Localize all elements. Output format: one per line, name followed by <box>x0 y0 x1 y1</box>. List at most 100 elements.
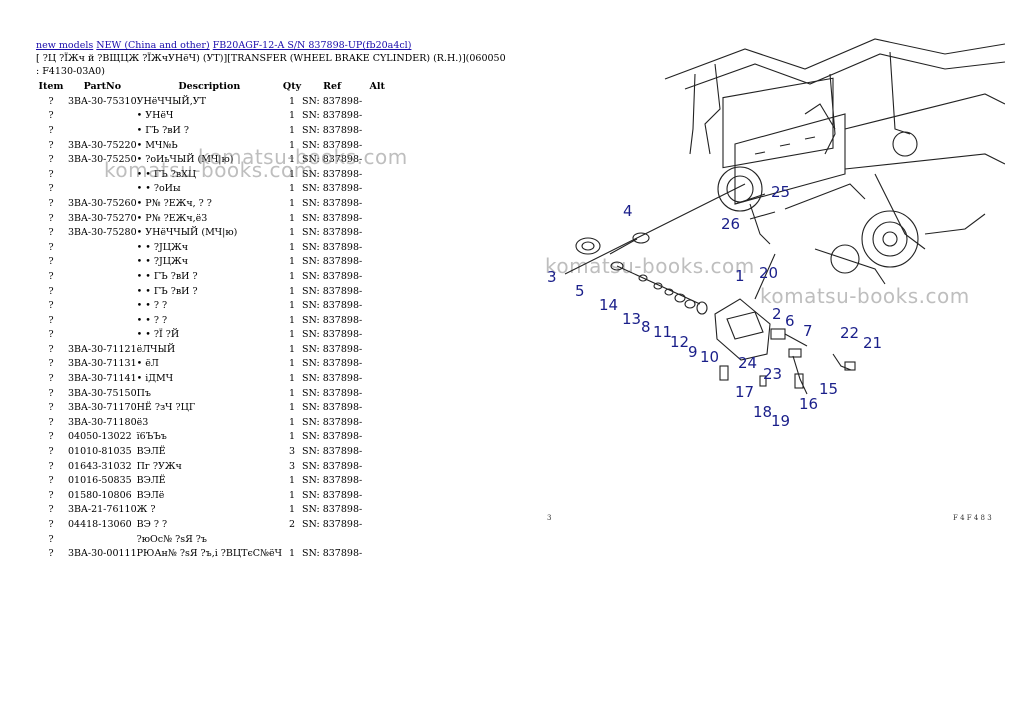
callout-4: 4 <box>623 202 633 220</box>
cell-qty: 1 <box>288 197 296 209</box>
cell-item: ? <box>48 183 54 195</box>
cell-alt <box>362 255 392 270</box>
cell-alt <box>362 167 392 182</box>
callout-20: 20 <box>759 264 778 282</box>
cell-qty: 1 <box>288 402 296 414</box>
callout-17: 17 <box>735 383 754 401</box>
brake-cylinder-exploded <box>564 183 856 395</box>
cell-partno: 3BA-30-75220 <box>68 139 137 151</box>
cell-alt <box>362 415 392 430</box>
callout-25: 25 <box>771 183 790 201</box>
cell-ref: SN: 837898- <box>302 285 363 297</box>
cell-item: ? <box>48 329 54 341</box>
cell-alt <box>362 182 392 197</box>
cell-item: ? <box>48 548 54 560</box>
cell-item: ? <box>48 197 54 209</box>
corner-page-num: 3 <box>547 514 551 522</box>
cell-description: ВЭЛЁ <box>136 446 166 458</box>
cell-ref: SN: 837898- <box>302 183 363 195</box>
table-row: ??юОс№ ?sЯ ?ъ <box>36 532 392 547</box>
callout-18: 18 <box>753 403 772 421</box>
col-qty: Qty <box>282 81 302 92</box>
cell-partno <box>66 167 137 182</box>
callout-8: 8 <box>641 318 651 336</box>
cell-ref: SN: 837898- <box>302 446 363 458</box>
cell-partno: 3BA-30-71121 <box>68 343 137 355</box>
col-description: Description <box>178 81 241 92</box>
cell-description: • • ?ЈЦЖч <box>136 256 189 268</box>
cell-description: • ?оИьЧЫЙ (МЧ|ю) <box>136 154 234 166</box>
cell-alt <box>362 503 392 518</box>
cell-alt <box>362 488 392 503</box>
cell-description: • • ГЪ ?вИ ? <box>136 270 198 282</box>
cell-description: • • ? ? <box>136 314 168 326</box>
parts-list-panel: new models NEW (China and other) FB20AGF… <box>36 40 506 561</box>
cell-ref: SN: 837898- <box>302 402 363 414</box>
cell-alt <box>362 298 392 313</box>
cell-item: ? <box>48 402 54 414</box>
breadcrumb-new-models[interactable]: new models <box>36 40 94 51</box>
cell-qty: 1 <box>288 416 296 428</box>
cell-item: ? <box>48 241 54 253</box>
cell-item: ? <box>48 314 54 326</box>
cell-ref: SN: 837898- <box>302 154 363 166</box>
breadcrumb-region[interactable]: NEW (China and other) <box>96 40 210 51</box>
cell-ref: SN: 837898- <box>302 373 363 385</box>
cell-ref: SN: 837898- <box>302 168 363 180</box>
cell-partno <box>66 328 137 343</box>
cell-partno: 3BA-30-71131 <box>68 358 137 370</box>
cell-alt <box>362 386 392 401</box>
cell-qty: 1 <box>288 154 296 166</box>
cell-qty: 1 <box>288 504 296 516</box>
cell-description: • Р№ ?ЕЖч, ? ? <box>136 197 212 209</box>
breadcrumb-model[interactable]: FB20AGF-12-A S/N 837898-UP(fb20a4cl) <box>212 40 412 51</box>
cell-qty: 1 <box>288 373 296 385</box>
cell-partno: 3BA-30-71170 <box>68 402 137 414</box>
cell-item: ? <box>48 431 54 443</box>
cell-ref: SN: 837898- <box>302 124 363 136</box>
cell-partno: 04418-13060 <box>68 519 132 531</box>
cell-alt <box>362 400 392 415</box>
corner-ref-code: F 4 F 4 8 3 <box>953 514 992 522</box>
cell-partno <box>66 182 137 197</box>
cell-ref: SN: 837898- <box>302 475 363 487</box>
cell-description: ВЭЛЁ <box>136 475 166 487</box>
cell-item: ? <box>48 504 54 516</box>
cell-partno <box>66 313 137 328</box>
cell-description: • Р№ ?ЕЖч,ё3 <box>136 212 208 224</box>
cell-alt <box>362 94 392 109</box>
cell-alt <box>362 546 392 561</box>
cell-partno: 01643-31032 <box>68 460 132 472</box>
cell-alt <box>362 313 392 328</box>
table-header-row: Item PartNo Description Qty Ref Alt <box>36 79 392 94</box>
cell-description: Пг ?УЖч <box>136 460 182 472</box>
cell-item: ? <box>48 227 54 239</box>
cell-description: РЮАн№ ?sЯ ?ъ,і ?ВЦТєС№ёЧ <box>136 548 283 560</box>
callout-13: 13 <box>622 310 641 328</box>
cell-qty: 1 <box>288 241 296 253</box>
cell-partno: 01580-10806 <box>68 489 132 501</box>
callout-7: 7 <box>803 322 813 340</box>
cell-partno: 01016-50835 <box>68 475 132 487</box>
cell-description: • • ГЪ ?вХЦ <box>136 168 197 180</box>
cell-item: ? <box>48 285 54 297</box>
cell-alt <box>362 459 392 474</box>
cell-description: • • ? ? <box>136 300 168 312</box>
callout-1: 1 <box>735 267 745 285</box>
cell-alt <box>362 371 392 386</box>
cell-alt <box>362 430 392 445</box>
cell-partno: 04050-13022 <box>68 431 132 443</box>
cell-ref: SN: 837898- <box>302 139 363 151</box>
cell-description: ї6ЪЪъ <box>136 431 167 443</box>
cell-item: ? <box>48 489 54 501</box>
cell-qty: 1 <box>288 285 296 297</box>
cell-qty: 1 <box>288 227 296 239</box>
cell-qty: 1 <box>288 329 296 341</box>
